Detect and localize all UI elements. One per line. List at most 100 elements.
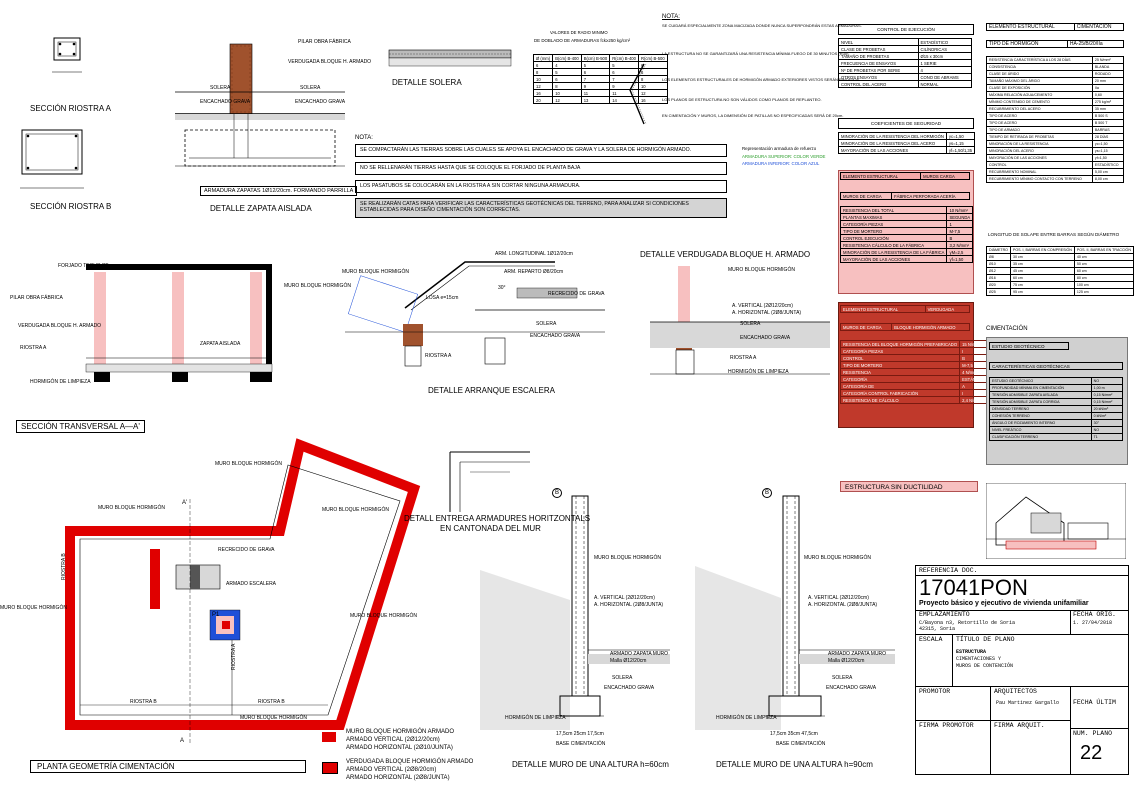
solera-title: DETALLE SOLERA — [392, 78, 462, 87]
building-thumbnail — [986, 483, 1126, 559]
radius-cell: 5 — [552, 68, 582, 76]
control-cell: TAMAÑO DE PROBETAS — [838, 52, 919, 60]
geo-cell: 1,00 m — [1090, 384, 1124, 392]
elem-struct-tipo-label: TIPO DE HORMIGÓN — [986, 40, 1068, 48]
es-cell: B 500 T — [1091, 119, 1125, 127]
radius-cell: 6 — [552, 75, 582, 83]
note-mid-3-text: LOS PASATUBOS SE COLOCARÁN EN LA RIOSTRA… — [360, 183, 581, 189]
muro90-drawing — [695, 495, 895, 730]
geo-cell: T1 — [1090, 433, 1124, 441]
muro90-title: DETALLE MURO DE UNA ALTURA h=90cm — [716, 760, 873, 769]
planta-riostra-b-left: RIOSTRA B — [61, 553, 67, 580]
muro60-horizontal: A. HORIZONTAL (2Ø8/JUNTA) — [594, 602, 664, 608]
num-plano-label: NUM. PLANO — [1073, 730, 1113, 737]
bl-cell: RESISTENCIA DEL BLOQUE HORMIGÓN PREFABRI… — [839, 340, 961, 348]
escalera-encachado: ENCACHADO GRAVA — [530, 333, 581, 339]
coef-cell: MINORACIÓN DE LA RESISTENCIA DEL HORMIGÓ… — [838, 132, 947, 140]
radius-cell: 12 — [552, 96, 582, 104]
zapata-verdugada-label: VERDUGADA BLOQUE H. ARMADO — [288, 59, 372, 65]
entrega-title-2: EN CANTONADA DEL MUR — [440, 524, 541, 533]
es-cell: CLASE DE EXPOSICIÓN — [986, 84, 1093, 92]
verdugada-hormigon: HORMIGÓN DE LIMPIEZA — [728, 369, 789, 375]
geo-cell: ESTUDIO GEOTÉCNICO — [989, 377, 1092, 385]
note-mid-2-text: NO SE RELLENARÁN TIERRAS HASTA QUE SE CO… — [360, 165, 581, 171]
radius-cell: 8 — [532, 68, 554, 76]
so-cell: 95 cm — [1009, 288, 1075, 296]
project-title: Proyecto básico y ejecutivo de vivienda … — [919, 600, 1089, 607]
legend-verd-2: ARMADO VERTICAL (2Ø8/20cm) — [346, 767, 437, 773]
es-cell: γs=1,15 — [1091, 147, 1125, 155]
bl-cell: I — [959, 389, 988, 397]
control-cell: OTROS ENSAYOS — [838, 73, 919, 81]
es-cell: 35 mm — [1091, 105, 1125, 113]
verdugada-riostra-a: RIOSTRA A — [730, 355, 757, 361]
es-cell: BARRAS — [1091, 126, 1125, 134]
es-cell: TAMAÑO MÁXIMO DEL ÁRIDO — [986, 77, 1093, 85]
transversal-muro-label: MURO BLOQUE HORMIGÓN — [284, 283, 351, 289]
empl-1: C/Bayona n3, Retortillo de Soria — [919, 620, 1016, 626]
solera-drawing — [388, 49, 512, 67]
fecha-label: FECHA ORIG. — [1073, 611, 1116, 618]
section-riostra-b-title: SECCIÓN RIOSTRA B — [30, 202, 112, 211]
bl-cell: 2,4 N/mm² — [959, 396, 988, 404]
mc-cell: γf=1,50 — [946, 255, 974, 263]
muro60-muro: MURO BLOQUE HORMIGÓN — [594, 555, 661, 561]
title-block: REFERENCIA DOC. 17041PON Proyecto básico… — [915, 565, 1129, 775]
es-cell: RESISTENCIA CARACTERÍSTICA A LOS 28 DÍAS — [986, 56, 1093, 64]
geo-cell: COHESIÓN TERRENO — [989, 412, 1092, 420]
escala-label: ESCALA — [919, 636, 943, 643]
es-cell: TIPO DE ACERO — [986, 112, 1093, 120]
radius-cell: 7 — [580, 75, 611, 83]
muro60-encachado: ENCACHADO GRAVA — [604, 685, 655, 691]
muro60-title: DETALLE MURO DE UNA ALTURA h=60cm — [512, 760, 669, 769]
so-cell: Ø16 — [986, 274, 1011, 282]
transversal-forjado: FORJADO TECHO PB — [58, 263, 109, 269]
escalera-arm-long: ARM. LONGITUDINAL 1Ø12/20cm — [495, 251, 573, 257]
mc-cell: RESISTENCIA DEL TOTAL — [839, 206, 948, 214]
geo-cell: PROFUNDIDAD MÍNIMA EN CIMENTACIÓN — [989, 384, 1092, 392]
control-cell: CONO DE ABRAMS — [917, 73, 972, 81]
so-cell: Ø25 — [986, 288, 1011, 296]
radius-cell: 6 — [532, 61, 554, 69]
zapata-pilar-label: PILAR OBRA FÁBRICA — [298, 39, 351, 45]
radius-h1: B(cm) B-400 — [552, 54, 582, 62]
so-cell: 30 cm — [1009, 253, 1075, 261]
muro90-marker-b: B — [762, 488, 772, 498]
geo-cell: NO — [1090, 426, 1124, 434]
geo-cell: NIVEL FREÁTICO — [989, 426, 1092, 434]
planta-drawing — [65, 438, 421, 745]
escalera-riostra-a: RIOSTRA A — [425, 353, 452, 359]
escalera-title: DETALLE ARRANQUE ESCALERA — [428, 386, 556, 395]
control-cell: NIVEL — [838, 38, 919, 46]
firma-promotor-label: FIRMA PROMOTOR — [919, 722, 974, 729]
verdugada-solera: SOLERA — [740, 321, 761, 327]
so-cell: 50 cm — [1073, 260, 1134, 268]
geo-cell: ÁNGULO DE ROZAMIENTO INTERNO — [989, 419, 1092, 427]
elem-struct-title: ELEMENTO ESTRUCTURAL — [986, 23, 1075, 31]
geotecnico-header: ESTUDIO GEOTÉCNICO — [989, 342, 1069, 350]
geotecnico-subtitle: CARACTERÍSTICAS GEOTÉCNICAS — [989, 362, 1123, 370]
so-cell: Ø20 — [986, 281, 1011, 289]
es-cell: B 500 S — [1091, 112, 1125, 120]
notes-top-4: LOS PLANOS DE ESTRUCTURA NO SON VÁLIDOS … — [662, 97, 822, 102]
escalera-arm-rep: ARM. REPARTO Ø8/20cm — [504, 269, 564, 275]
es-cell: TIEMPO DE RETIRADA DE PROBETAS — [986, 133, 1093, 141]
notes-top-2: LA ESTRUCTURA NO SE GARANTIZARÁ UNA RESI… — [662, 51, 850, 56]
zapata-drawing — [175, 43, 345, 167]
num-plano-value: 22 — [1080, 742, 1103, 764]
muros-carga-value: MUROS CARGA — [920, 172, 970, 180]
radius-h0: Ø (mm) — [532, 54, 554, 62]
zapata-solera-label-2: SOLERA — [300, 85, 321, 91]
muro90-horizontal: A. HORIZONTAL (2Ø8/JUNTA) — [808, 602, 878, 608]
empl-2: 42315, Soria — [919, 626, 956, 632]
es-cell: RECUBRIMIENTO DEL ACERO — [986, 105, 1093, 113]
solape-h2: POS. II, BARRAS EN TRACCIÓN — [1073, 246, 1134, 254]
control-cell: 4 — [917, 66, 972, 74]
bl-cell: CATEGORÍA — [839, 375, 961, 383]
titulo-3: MUROS DE CONTENCIÓN — [956, 663, 1014, 669]
mc-cell: 10 N/mm² — [946, 206, 974, 214]
zapata-armadura-label: ARMADURA ZAPATAS 1Ø12/20cm. FORMANDO PAR… — [200, 186, 358, 197]
